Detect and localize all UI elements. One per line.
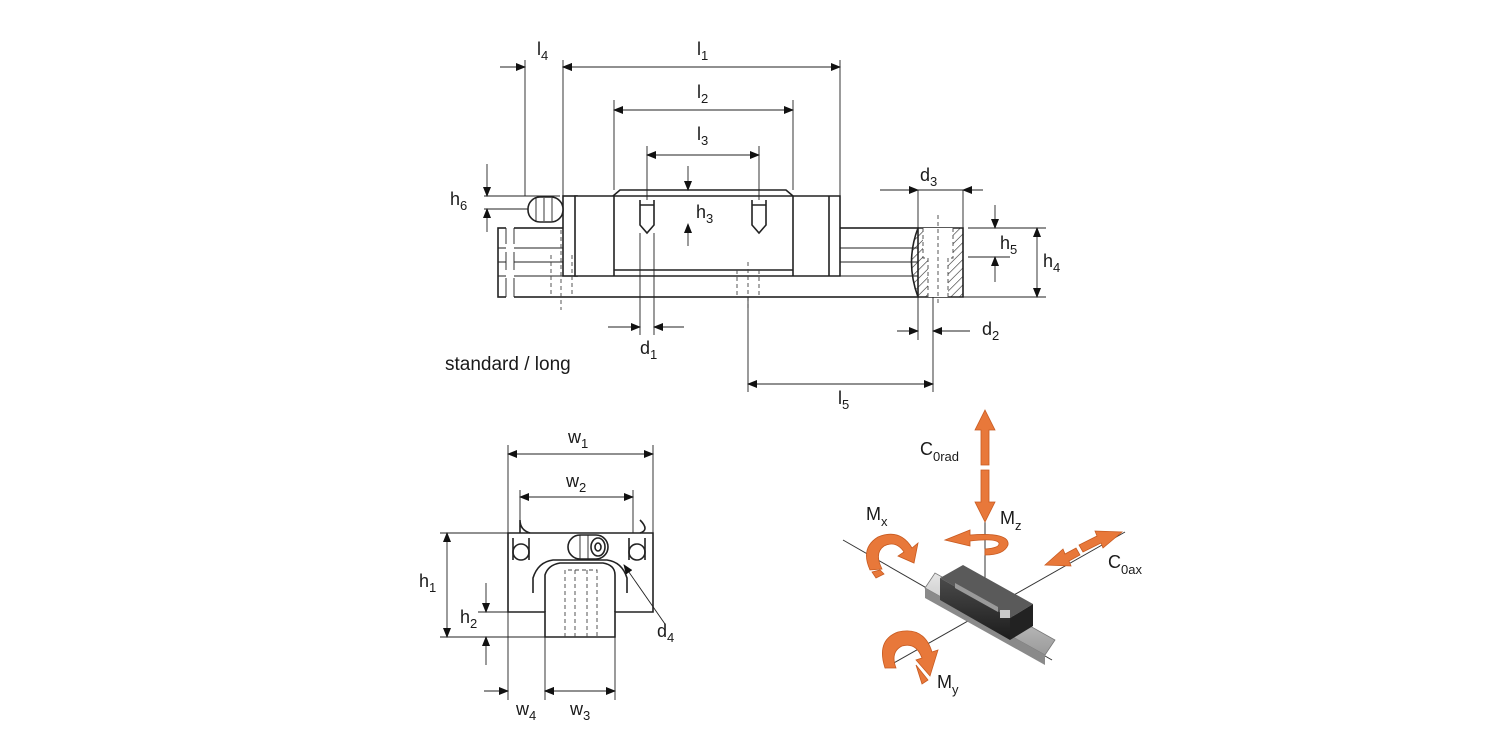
moment-arrow-my <box>882 630 939 677</box>
label-h4: h4 <box>1043 251 1060 275</box>
tapped-holes <box>639 200 767 235</box>
label-l3: l3 <box>697 124 708 148</box>
load-diagram: C0rad C0ax Mx Mz My <box>842 409 1142 697</box>
label-w3: w3 <box>569 699 590 723</box>
load-arrow-c0ax-in <box>1043 547 1081 567</box>
label-w1: w1 <box>567 427 588 451</box>
label-c0ax: C0ax <box>1108 552 1142 577</box>
label-h2: h2 <box>460 607 477 631</box>
label-l4: l4 <box>537 39 548 63</box>
carriage-3d <box>940 565 1033 618</box>
grease-nipple-side <box>527 196 564 223</box>
carriage-side <box>574 195 841 277</box>
label-mz: Mz <box>1000 508 1022 533</box>
front-view: w1 w2 h1 h2 d4 w4 w3 <box>419 427 674 723</box>
label-h3: h3 <box>696 202 713 226</box>
label-c0rad: C0rad <box>920 439 959 464</box>
label-my: My <box>937 672 959 697</box>
label-d2: d2 <box>982 319 999 343</box>
load-arrow-c0ax-out <box>1078 530 1124 553</box>
label-l1: l1 <box>697 39 708 63</box>
label-h5: h5 <box>1000 233 1017 257</box>
moment-arrow-mx <box>866 533 919 571</box>
label-mx: Mx <box>866 504 888 529</box>
label-w2: w2 <box>565 471 586 495</box>
grease-nipple-front <box>567 534 609 560</box>
label-d3: d3 <box>920 165 937 189</box>
label-d1: d1 <box>640 338 657 362</box>
load-arrow-c0rad-down <box>974 469 996 523</box>
label-h1: h1 <box>419 571 436 595</box>
label-l2: l2 <box>697 82 708 106</box>
label-h6: h6 <box>450 189 467 213</box>
moment-arrow-mz <box>943 529 1009 556</box>
side-view: l4 l1 l2 l3 h6 h3 d3 h5 h4 d1 d2 l5 stan… <box>445 39 1060 412</box>
label-d4: d4 <box>657 621 674 645</box>
label-w4: w4 <box>515 699 536 723</box>
load-arrow-c0rad-up <box>974 409 996 466</box>
leader-d4 <box>623 564 666 625</box>
variant-caption: standard / long <box>445 354 571 375</box>
label-l5: l5 <box>838 388 849 412</box>
